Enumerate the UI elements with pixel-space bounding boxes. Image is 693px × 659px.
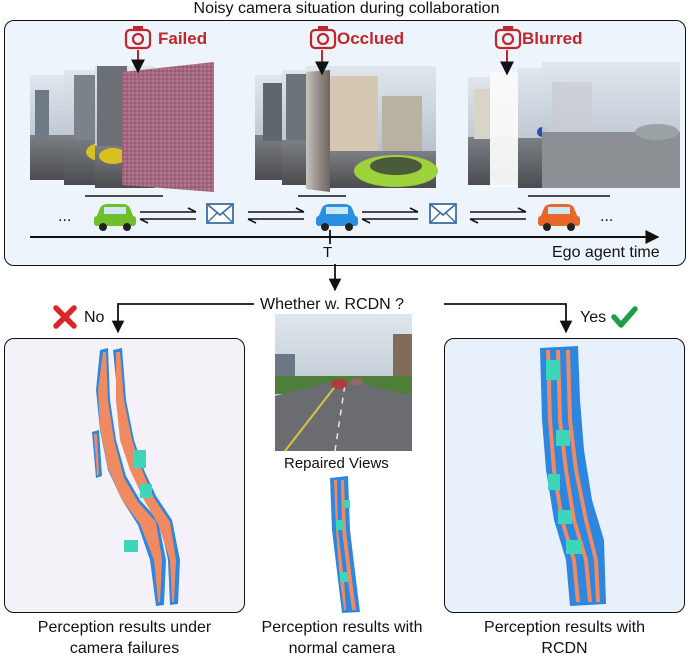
right-caption: Perception results with RCDN bbox=[444, 617, 685, 659]
repaired-view-image bbox=[275, 314, 412, 452]
failed-label: Failed bbox=[158, 29, 208, 48]
left-caption: Perception results under camera failures bbox=[4, 617, 245, 659]
camera-icon bbox=[124, 26, 152, 50]
ellipsis-right: ... bbox=[600, 208, 614, 225]
time-marker: T bbox=[323, 244, 333, 261]
occluded-camera-stack bbox=[255, 66, 438, 197]
occluded-label: Occlued bbox=[337, 29, 405, 48]
camera-icon bbox=[309, 26, 337, 50]
left-caption-line1: Perception results under bbox=[37, 619, 212, 636]
middle-caption-line1: Perception results with bbox=[261, 619, 423, 636]
message-icon bbox=[429, 203, 457, 224]
orange-car-icon bbox=[538, 204, 580, 231]
time-axis-label: Ego agent time bbox=[552, 244, 660, 261]
figure-title: Noisy camera situation during collaborat… bbox=[193, 0, 500, 17]
yes-branch-arrow bbox=[444, 303, 573, 334]
camera-icon bbox=[494, 26, 522, 50]
check-icon bbox=[611, 306, 638, 328]
yes-label: Yes bbox=[580, 309, 607, 326]
repaired-views-caption: Repaired Views bbox=[284, 455, 389, 472]
failed-perception-map bbox=[92, 348, 180, 606]
normal-perception-map bbox=[330, 476, 360, 613]
no-branch-arrow bbox=[111, 303, 254, 334]
blurred-label: Blurred bbox=[522, 29, 583, 48]
green-car-icon bbox=[94, 204, 136, 231]
right-caption-line2: RCDN bbox=[541, 640, 588, 657]
rcdn-question: Whether w. RCDN ? bbox=[260, 296, 405, 313]
message-icon bbox=[206, 203, 234, 224]
blue-car-icon bbox=[316, 204, 358, 231]
ellipsis-left: ... bbox=[58, 208, 72, 225]
no-label: No bbox=[84, 309, 105, 326]
blurred-camera-stack bbox=[468, 62, 680, 197]
failed-camera-stack bbox=[30, 62, 214, 197]
left-caption-line2: camera failures bbox=[69, 640, 180, 657]
middle-caption: Perception results with normal camera bbox=[232, 617, 452, 659]
rcdn-perception-map bbox=[540, 346, 606, 606]
exchange-arrows bbox=[139, 207, 527, 224]
cross-icon bbox=[53, 305, 77, 329]
right-caption-line1: Perception results with bbox=[484, 619, 645, 636]
middle-caption-line2: normal camera bbox=[288, 640, 396, 657]
